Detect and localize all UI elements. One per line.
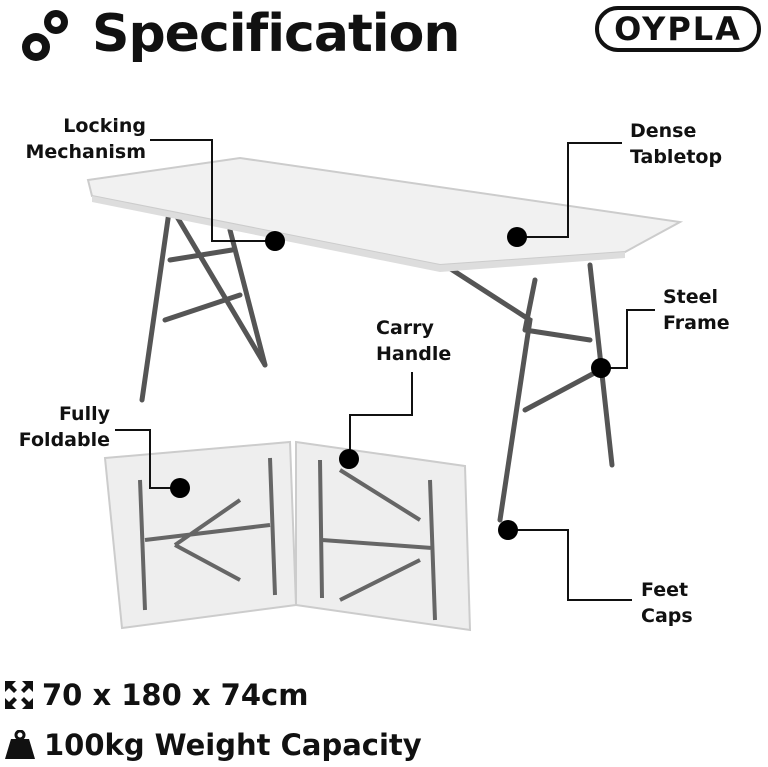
callout-fully-foldable: Fully Foldable bbox=[18, 403, 110, 451]
expand-arrows-icon bbox=[5, 681, 33, 709]
callout-feet-caps: Feet Caps bbox=[641, 579, 693, 627]
dimensions-text: 70 x 180 x 74cm bbox=[42, 678, 309, 712]
callout-steel-frame: Steel Frame bbox=[663, 286, 730, 334]
callout-locking-mechanism: Locking Mechanism bbox=[25, 115, 146, 163]
spec-dimensions: 70 x 180 x 74cm bbox=[4, 678, 308, 712]
callout-dense-tabletop: Dense Tabletop bbox=[630, 120, 723, 168]
capacity-text: 100kg Weight Capacity bbox=[44, 728, 422, 762]
gears-icon bbox=[22, 10, 68, 61]
brand-logo: OYPLA bbox=[595, 6, 761, 52]
callout-carry-handle: Carry Handle bbox=[376, 317, 452, 365]
callout-dots bbox=[170, 227, 611, 540]
weight-icon bbox=[5, 730, 35, 759]
page-title: Specification bbox=[92, 4, 460, 64]
folded-table bbox=[103, 440, 472, 632]
callout-lines bbox=[115, 139, 655, 601]
tabletop bbox=[86, 156, 684, 267]
spec-capacity: 100kg Weight Capacity bbox=[4, 728, 422, 762]
